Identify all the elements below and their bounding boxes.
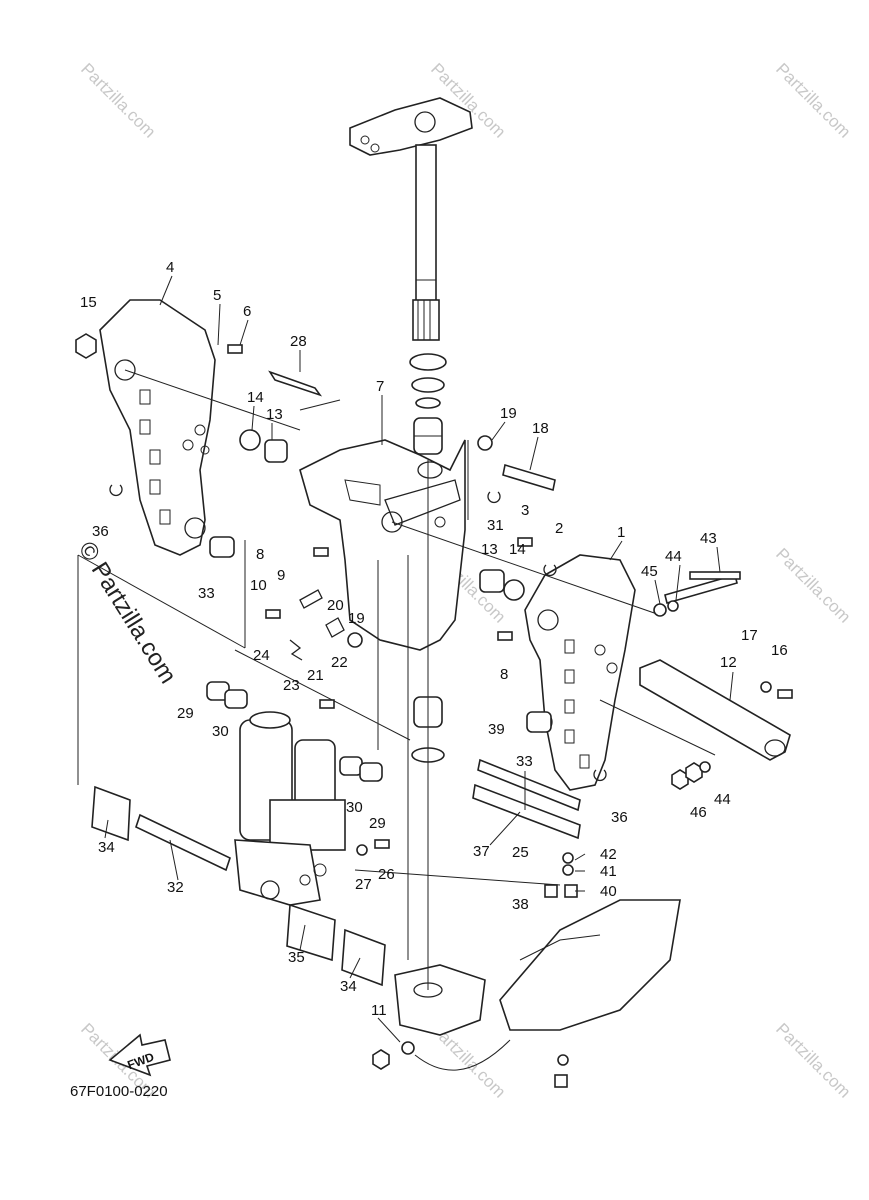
callout-label: 14	[247, 389, 264, 406]
callout-label: 5	[213, 287, 221, 304]
callout-label: 29	[369, 815, 386, 832]
callout-label: 16	[771, 642, 788, 659]
callout-label: 9	[277, 567, 285, 584]
leader-lines	[104, 275, 734, 1043]
callouts: 1 2 3 4 5 6 7 8 8 9 10 11 12 13 13 14 14…	[80, 259, 788, 1019]
callout-label: 36	[611, 809, 628, 826]
callout-label: 33	[198, 585, 215, 602]
callout-label: 8	[500, 666, 508, 683]
callout-label: 14	[509, 541, 526, 558]
callout-label: 44	[714, 791, 731, 808]
callout-label: 45	[641, 563, 658, 580]
steering-shaft	[349, 97, 473, 341]
callout-label: 15	[80, 294, 97, 311]
callout-label: 44	[665, 548, 682, 565]
callout-label: 24	[253, 647, 270, 664]
watermark: Partzilla.com	[772, 1019, 854, 1101]
callout-label: 30	[346, 799, 363, 816]
callout-label: 34	[98, 839, 115, 856]
clamp-bracket-starboard	[524, 554, 636, 791]
rails	[472, 758, 581, 840]
callout-label: 30	[212, 723, 229, 740]
catalog-code: 67F0100-0220	[70, 1083, 168, 1100]
callout-label: 7	[376, 378, 384, 395]
callout-label: 26	[378, 866, 395, 883]
pins	[91, 370, 738, 987]
callout-label: 37	[473, 843, 490, 860]
tilt-tube	[639, 659, 791, 761]
callout-label: 36	[92, 523, 109, 540]
callout-label: 6	[243, 303, 251, 320]
callout-label: 39	[488, 721, 505, 738]
callout-label: 3	[521, 502, 529, 519]
callout-label: 17	[741, 627, 758, 644]
callout-label: 35	[288, 949, 305, 966]
watermark: Partzilla.com	[772, 59, 854, 141]
callout-label: 13	[266, 406, 283, 423]
watermark-main: © Partzilla.com	[73, 537, 182, 688]
callout-label: 23	[283, 677, 300, 694]
clamp-bracket-port	[99, 299, 216, 556]
callout-label: 40	[600, 883, 617, 900]
callout-label: 32	[167, 879, 184, 896]
callout-label: 46	[690, 804, 707, 821]
callout-label: 4	[166, 259, 174, 276]
callout-label: 21	[307, 667, 324, 684]
swivel-bracket	[299, 439, 466, 651]
power-trim-unit	[234, 711, 346, 906]
callout-label: 11	[371, 1002, 387, 1019]
callout-label: 28	[290, 333, 307, 350]
shaft-washers	[409, 353, 447, 455]
watermark: Partzilla.com	[77, 59, 159, 141]
callout-label: 2	[555, 520, 563, 537]
callout-label: 12	[720, 654, 737, 671]
callout-label: 13	[481, 541, 498, 558]
callout-label: 43	[700, 530, 717, 547]
callout-label: 22	[331, 654, 348, 671]
callout-label: 19	[500, 405, 517, 422]
callout-label: 20	[327, 597, 344, 614]
callout-label: 19	[348, 610, 365, 627]
reference-lines	[77, 369, 716, 990]
callout-label: 27	[355, 876, 372, 893]
callout-label: 1	[617, 524, 625, 541]
callout-label: 31	[487, 517, 504, 534]
callout-label: 25	[512, 844, 529, 861]
bushings	[206, 429, 552, 782]
callout-label: 10	[250, 577, 267, 594]
callout-label: 33	[516, 753, 533, 770]
lower-mount	[394, 899, 681, 1071]
callout-label: 34	[340, 978, 357, 995]
callout-label: 42	[600, 846, 617, 863]
hardware	[75, 333, 793, 1088]
callout-label: 18	[532, 420, 549, 437]
callout-label: 38	[512, 896, 529, 913]
callout-label: 29	[177, 705, 194, 722]
callout-label: 41	[600, 863, 617, 880]
callout-label: 8	[256, 546, 264, 563]
watermark: Partzilla.com	[772, 544, 854, 626]
